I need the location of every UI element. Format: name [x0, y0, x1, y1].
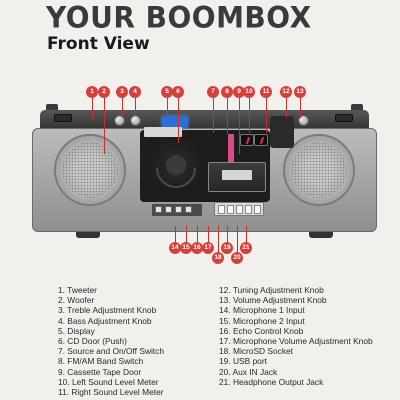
- cassette-window: [222, 170, 252, 180]
- leader-line: [237, 226, 238, 254]
- leader-line: [218, 226, 219, 254]
- callout-1: 1: [86, 86, 98, 98]
- cassette-key: [218, 205, 225, 214]
- cassette-key: [227, 205, 234, 214]
- legend-left: 1. Tweeter 2. Woofer 3. Treble Adjustmen…: [58, 285, 228, 397]
- callout-12: 12: [280, 86, 292, 98]
- legend-item: 19. USB port: [219, 356, 267, 367]
- callout-10: 10: [243, 86, 255, 98]
- foot-left: [76, 232, 100, 238]
- strip-button: [175, 206, 182, 213]
- legend-item: 11. Right Sound Level Meter: [58, 387, 164, 398]
- legend-item: 6. CD Door (Push): [58, 336, 127, 347]
- legend-item: 8. FM/AM Band Switch: [58, 356, 144, 367]
- leader-line: [167, 98, 168, 116]
- callout-20: 20: [231, 252, 243, 264]
- leader-line: [208, 226, 209, 244]
- volume-knob: [298, 115, 309, 126]
- foot-right: [309, 232, 333, 238]
- callout-2: 2: [98, 86, 110, 98]
- strip-button: [185, 206, 192, 213]
- leader-line: [197, 226, 198, 244]
- callout-14: 14: [169, 242, 181, 254]
- legend-item: 17. Microphone Volume Adjustment Knob: [219, 336, 373, 347]
- legend-item: 14. Microphone 1 Input: [219, 305, 305, 316]
- page-subtitle: Front View: [47, 34, 150, 54]
- cassette-key: [236, 205, 243, 214]
- left-level-meter: [240, 134, 254, 146]
- brand-plate: [144, 127, 182, 137]
- leader-line: [104, 98, 105, 154]
- woofer-right: [283, 134, 355, 206]
- callout-8: 8: [221, 86, 233, 98]
- leader-line: [239, 98, 240, 154]
- leader-line: [227, 226, 228, 244]
- legend-item: 16. Echo Control Knob: [219, 325, 304, 336]
- boombox-illustration: [32, 104, 377, 238]
- callout-17: 17: [202, 242, 214, 254]
- cassette-key: [245, 205, 252, 214]
- right-level-meter: [254, 134, 268, 146]
- callout-21: 21: [240, 242, 252, 254]
- legend-item: 21. Headphone Output Jack: [219, 376, 324, 387]
- callout-7: 7: [207, 86, 219, 98]
- leader-line: [246, 226, 247, 244]
- legend-item: 3. Treble Adjustment Knob: [58, 305, 157, 316]
- callout-6: 6: [172, 86, 184, 98]
- leader-line: [286, 98, 287, 118]
- legend-item: 20. Aux IN Jack: [219, 366, 278, 377]
- legend-right: 12. Tuning Adjustment Knob 13. Volume Ad…: [219, 285, 399, 387]
- legend-item: 7. Source and On/Off Switch: [58, 346, 164, 357]
- callout-19: 19: [221, 242, 233, 254]
- callout-5: 5: [161, 86, 173, 98]
- callout-15: 15: [180, 242, 192, 254]
- legend-item: 15. Microphone 2 Input: [219, 315, 305, 326]
- leader-line: [178, 98, 179, 143]
- cassette-key: [254, 205, 261, 214]
- callout-9: 9: [233, 86, 245, 98]
- legend-item: 5. Display: [58, 325, 95, 336]
- display: [162, 116, 188, 128]
- source-switch-band: [228, 134, 234, 174]
- callout-3: 3: [116, 86, 128, 98]
- callout-13: 13: [294, 86, 306, 98]
- callout-18: 18: [212, 252, 224, 264]
- leader-line: [175, 226, 176, 244]
- legend-item: 12. Tuning Adjustment Knob: [219, 285, 324, 295]
- leader-line: [186, 226, 187, 244]
- tweeter-right: [335, 114, 353, 122]
- cassette-keys: [214, 202, 264, 216]
- legend-item: 9. Cassette Tape Door: [58, 366, 142, 377]
- strip-button: [155, 206, 162, 213]
- legend-item: 10. Left Sound Level Meter: [58, 376, 159, 387]
- legend-item: 2. Woofer: [58, 295, 95, 306]
- legend-item: 18. MicroSD Socket: [219, 346, 294, 357]
- bass-knob: [130, 115, 141, 126]
- strip-button: [165, 206, 172, 213]
- leader-line: [122, 98, 123, 116]
- right-control-block: [270, 116, 294, 148]
- leader-line: [227, 98, 228, 134]
- treble-knob: [114, 115, 125, 126]
- leader-line: [300, 98, 301, 118]
- woofer-left: [54, 134, 126, 206]
- callout-4: 4: [129, 86, 141, 98]
- legend-item: 4. Bass Adjustment Knob: [58, 315, 152, 326]
- legend-item: 13. Volume Adjustment Knob: [219, 295, 327, 306]
- leader-line: [135, 98, 136, 116]
- leader-line: [266, 98, 267, 133]
- leader-line: [92, 98, 93, 120]
- legend-item: 1. Tweeter: [58, 285, 97, 295]
- leader-line: [249, 98, 250, 133]
- callout-16: 16: [191, 242, 203, 254]
- callout-11: 11: [260, 86, 272, 98]
- page-title: YOUR BOOMBOX: [46, 0, 312, 35]
- leader-line: [213, 98, 214, 133]
- mic-control-strip: [152, 204, 202, 216]
- tweeter-left: [54, 114, 72, 122]
